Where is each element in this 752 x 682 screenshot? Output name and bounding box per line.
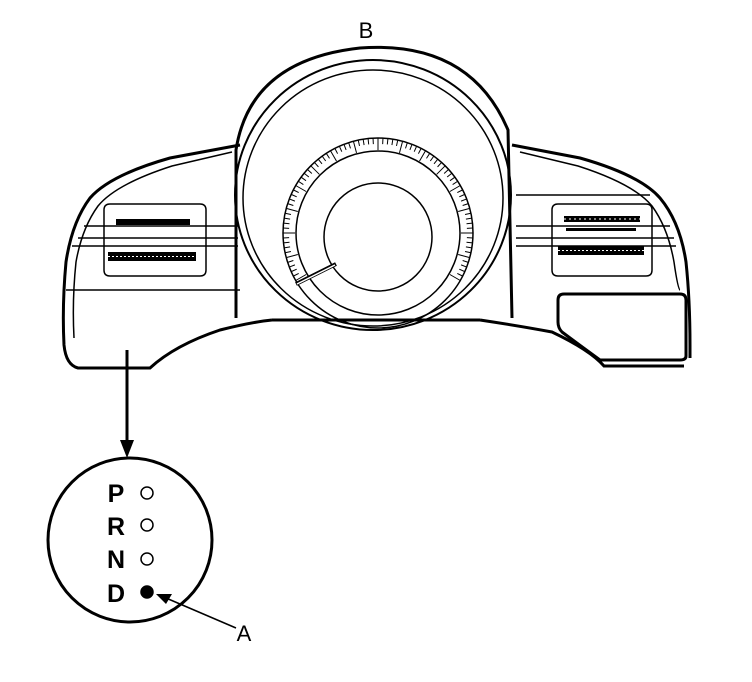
gauge-tick: [405, 142, 408, 149]
gauge-tick: [464, 212, 472, 215]
gauge-tick: [391, 139, 394, 146]
gauge-tick: [386, 138, 389, 145]
gauge-tick: [343, 144, 347, 151]
gauge-tick: [314, 162, 319, 168]
gauge-tick: [284, 217, 291, 220]
gauge-tick: [462, 203, 469, 206]
callout-a-leader: [156, 594, 237, 629]
indicator-light-r-icon: [140, 518, 154, 532]
gauge-tick: [449, 176, 456, 182]
gauge-tick: [426, 153, 431, 159]
gauge-tick: [293, 189, 299, 194]
detail-arrow: [120, 350, 134, 458]
gauge-tick: [287, 203, 294, 206]
gauge-tick: [334, 148, 339, 154]
gauge-tick: [298, 180, 304, 185]
gauge-tick: [303, 172, 310, 178]
gauge-tick: [291, 268, 297, 273]
gauge-tick: [466, 241, 473, 244]
gauge-tick: [362, 139, 365, 146]
indicator-light-p-icon: [140, 486, 154, 500]
gauge-tick: [300, 176, 307, 182]
gauge-tick: [286, 253, 298, 259]
gear-indicator-detail: P R N D: [46, 456, 214, 624]
callout-a-label: A: [237, 621, 252, 646]
gear-position-d: D: [107, 580, 154, 608]
gauge-tick-marks: [283, 138, 473, 281]
right-display-segments: [558, 216, 644, 255]
gauge-tick: [396, 139, 399, 147]
gauge-tick: [286, 207, 298, 213]
gauge-tick: [465, 246, 472, 249]
indicator-light-n-icon: [140, 552, 154, 566]
gauge-tick: [413, 146, 418, 152]
gauge-tick: [398, 141, 404, 153]
gauge-tick: [357, 139, 360, 147]
gauge-tick: [429, 155, 435, 162]
gauge-tick: [321, 155, 327, 162]
gauge-tick: [460, 264, 467, 268]
gauge-tick: [293, 272, 299, 277]
gear-position-r: R: [107, 513, 154, 541]
gauge-tick: [459, 268, 465, 273]
callout-b-label: B: [359, 18, 374, 43]
gauge-tick: [464, 251, 472, 254]
gauge-tick: [291, 193, 297, 198]
gauge-tick: [348, 142, 351, 149]
gear-position-p: P: [108, 480, 154, 508]
gauge-tick: [289, 198, 296, 202]
gauge-tick: [289, 264, 296, 268]
gauge-tick: [325, 153, 330, 159]
gauge-tick: [338, 146, 343, 152]
gauge-tick: [283, 222, 290, 225]
gauge-tick: [433, 158, 439, 165]
gauge-tick: [458, 253, 470, 259]
gauge-tick: [449, 274, 461, 281]
gauge-tick: [367, 138, 370, 145]
gauge-tick: [452, 180, 458, 185]
gauge-tick: [295, 274, 307, 281]
gauge-tick: [436, 165, 446, 175]
gauge-tick: [283, 241, 290, 244]
gauge-tick: [446, 172, 453, 178]
gauge-tick: [310, 165, 320, 175]
gauge-tick: [409, 144, 413, 151]
gauge-tick: [284, 246, 291, 249]
gauge-tick: [449, 185, 461, 192]
indicator-light-d-icon: [140, 585, 154, 599]
gauge-tick: [443, 169, 449, 174]
gauge-tick: [287, 260, 294, 263]
gear-letter-r: R: [107, 513, 125, 541]
gauge-tick: [417, 148, 422, 154]
gauge-tick: [460, 198, 467, 202]
gauge-tick: [458, 207, 470, 213]
gauge-tick: [284, 251, 292, 254]
gauge-tick: [419, 150, 426, 162]
gauge-tick: [330, 150, 337, 162]
gauge-tick: [284, 212, 292, 215]
gauge-tick: [307, 169, 313, 174]
gauge-tick: [459, 193, 465, 198]
gauge-tick: [437, 162, 442, 168]
gear-letter-n: N: [107, 546, 125, 574]
gauge-tick: [317, 158, 323, 165]
central-gauge-hood: [234, 45, 514, 331]
gauge-tick: [465, 217, 472, 220]
gauge-tick: [295, 185, 307, 192]
gauge-tick: [352, 141, 358, 153]
left-display-segments: [108, 219, 196, 261]
gauge-tick: [457, 189, 463, 194]
gauge-tick: [466, 222, 473, 225]
gear-letter-p: P: [108, 480, 125, 508]
gauge-tick: [457, 272, 463, 277]
gauge-tick: [462, 260, 469, 263]
gear-position-n: N: [107, 546, 154, 574]
gear-letter-d: D: [107, 580, 125, 608]
